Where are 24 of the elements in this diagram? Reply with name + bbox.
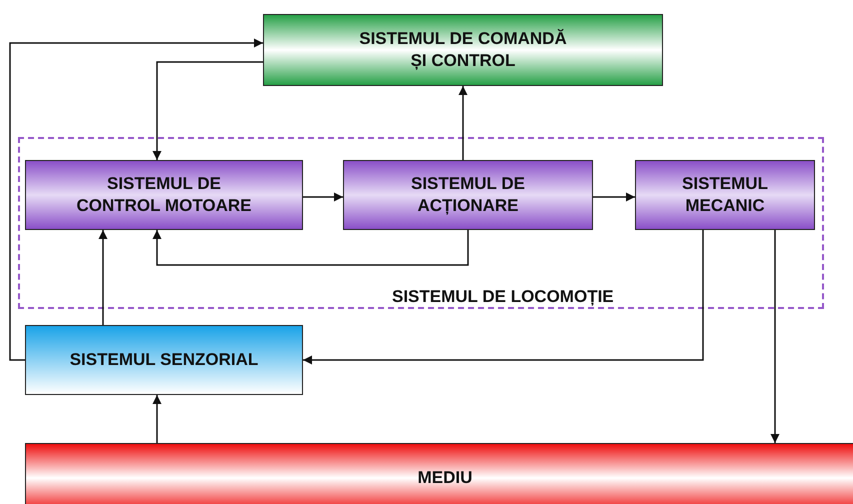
arrow <box>303 230 704 364</box>
node-label: SISTEMUL SENZORIAL <box>70 348 258 371</box>
arrow <box>152 230 469 266</box>
node-label: SISTEMUL DE COMANDĂ ȘI CONTROL <box>358 28 568 72</box>
process-box <box>635 160 815 230</box>
control-system-box <box>263 14 663 86</box>
node-label: SISTEMUL MECANIC <box>681 172 769 217</box>
arrow <box>152 61 263 160</box>
node-label: SISTEMUL DE CONTROL MOTOARE <box>75 172 253 217</box>
group-frame <box>18 137 824 309</box>
sensor-system-box <box>25 325 303 395</box>
group-label: SISTEMUL DE LOCOMOȚIE <box>392 286 614 308</box>
arrow <box>593 192 635 202</box>
arrow <box>303 192 343 202</box>
process-box <box>343 160 593 230</box>
arrow <box>770 230 780 443</box>
arrow <box>458 86 468 160</box>
node-label: MEDIU <box>418 466 472 489</box>
environment-band <box>25 443 853 504</box>
process-box <box>25 160 303 230</box>
arrow <box>9 38 263 361</box>
node-label: SISTEMUL DE ACȚIONARE <box>410 172 526 217</box>
arrow <box>152 395 162 443</box>
arrow <box>98 230 108 325</box>
